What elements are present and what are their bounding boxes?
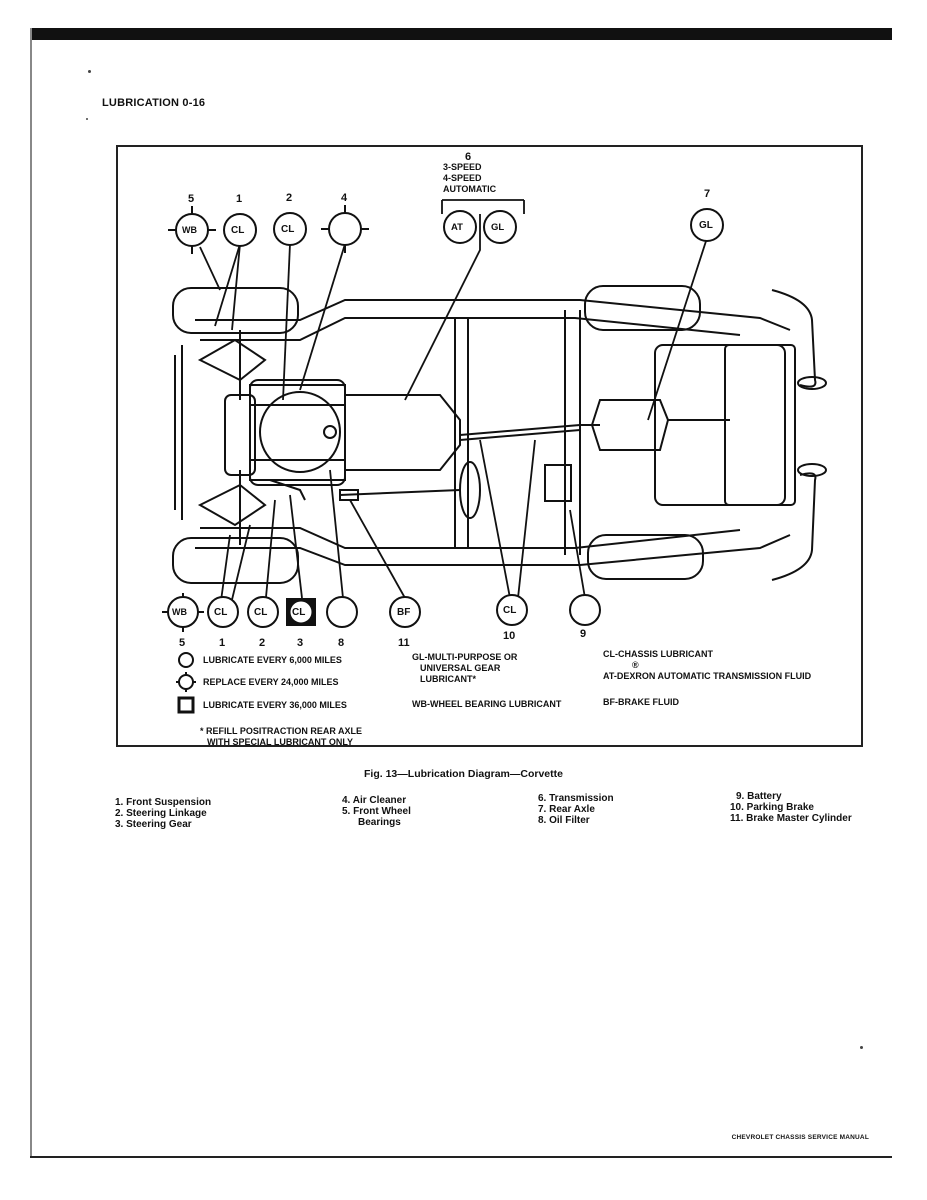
scan-speck xyxy=(88,70,91,73)
parts-legend-item: 1. Front Suspension xyxy=(115,797,212,808)
gl-note-line: UNIVERSAL GEAR xyxy=(420,663,501,673)
parts-legend-item: 8. Oil Filter xyxy=(538,815,590,826)
callout-number-bottom: 3 xyxy=(297,637,304,649)
parts-legend-item: 4. Air Cleaner xyxy=(342,795,407,806)
callout-number-transmission: 6 xyxy=(465,151,472,163)
transmission-case xyxy=(344,394,461,471)
steering-wheel xyxy=(459,461,481,519)
figure-caption: Fig. 13—Lubrication Diagram—Corvette xyxy=(364,768,563,780)
rear-differential xyxy=(590,399,670,451)
diagram-frame xyxy=(116,145,863,747)
gl-note-line: GL-MULTI-PURPOSE OR xyxy=(412,652,518,662)
callout-code-bottom: WB xyxy=(172,607,187,617)
callout-number-top: 1 xyxy=(236,193,243,205)
parts-legend-column: 4. Air Cleaner 5. Front Wheel Bearings xyxy=(342,795,411,828)
parts-legend-item: Bearings xyxy=(358,817,401,828)
transmission-type-line: 3-SPEED xyxy=(443,162,482,172)
parts-legend-item: 5. Front Wheel xyxy=(342,806,411,817)
callout-number-bottom: 1 xyxy=(219,637,226,649)
parking-brake-cable xyxy=(339,489,461,496)
parts-legend-column: 9. Battery 10. Parking Brake 11. Brake M… xyxy=(730,791,852,824)
callout-number-bottom: 8 xyxy=(338,637,345,649)
callout-code-bottom: BF xyxy=(397,607,411,618)
at-note: AT-DEXRON AUTOMATIC TRANSMISSION FLUID xyxy=(603,671,812,681)
gl-note-line: LUBRICANT* xyxy=(420,674,476,684)
battery-box xyxy=(544,464,572,502)
air-cleaner xyxy=(259,391,341,473)
scan-speck xyxy=(860,1046,863,1049)
callout-code-bottom: CL xyxy=(214,607,228,618)
parts-legend-item: 11. Brake Master Cylinder xyxy=(730,813,852,824)
parts-legend-column: 1. Front Suspension 2. Steering Linkage … xyxy=(115,797,211,830)
rear-body-box xyxy=(654,344,786,506)
driveshaft xyxy=(459,424,581,436)
callout-code-bottom: CL xyxy=(254,607,268,618)
footnote-positraction: * REFILL POSITRACTION REAR AXLE WITH SPE… xyxy=(200,726,362,748)
frame-rail-right xyxy=(195,534,791,566)
bf-note: BF-BRAKE FLUID xyxy=(603,697,679,707)
badge-at: AT xyxy=(451,222,463,233)
parts-legend-item: 2. Steering Linkage xyxy=(115,808,207,819)
cl-note: CL-CHASSIS LUBRICANT xyxy=(603,649,713,659)
legend-lubricate-6000: LUBRICATE EVERY 6,000 MILES xyxy=(203,655,342,665)
parts-legend-item: 9. Battery xyxy=(736,791,782,802)
page-header: LUBRICATION 0-16 xyxy=(102,97,206,109)
left-margin-rule xyxy=(30,28,32,1158)
callout-code-top: WB xyxy=(182,225,197,235)
page-footer: CHEVROLET CHASSIS SERVICE MANUAL xyxy=(731,1134,869,1141)
wb-note: WB-WHEEL BEARING LUBRICANT xyxy=(412,699,562,709)
callout-code-top: GL xyxy=(699,220,713,231)
callout-number-top: 4 xyxy=(341,192,348,204)
callout-code-top: CL xyxy=(231,225,245,236)
parts-legend-item: 10. Parking Brake xyxy=(730,802,814,813)
callout-number-bottom: 10 xyxy=(503,630,516,642)
registered-mark: ® xyxy=(632,660,639,670)
callout-number-top: 5 xyxy=(188,193,195,205)
front-right-tire xyxy=(172,537,299,584)
callout-number-bottom: 11 xyxy=(398,637,410,649)
scan-speck xyxy=(86,118,88,120)
parts-legend-item: 7. Rear Axle xyxy=(538,804,595,815)
badge-gl: GL xyxy=(491,222,505,233)
rear-left-tire xyxy=(584,285,701,331)
legend-lubricate-36000: LUBRICATE EVERY 36,000 MILES xyxy=(203,700,347,710)
callout-code-top: CL xyxy=(281,224,295,235)
top-border-bar xyxy=(30,28,892,40)
engine-block xyxy=(249,379,346,486)
callout-code-bottom: CL xyxy=(503,605,517,616)
callout-number-bottom: 9 xyxy=(580,628,587,640)
callout-code-bottom: CL xyxy=(292,607,306,618)
transmission-type-line: 4-SPEED xyxy=(443,173,482,183)
transmission-types: 3-SPEED 4-SPEED AUTOMATIC xyxy=(443,162,496,195)
parts-legend-item: 6. Transmission xyxy=(538,793,614,804)
gl-note: GL-MULTI-PURPOSE OR UNIVERSAL GEAR LUBRI… xyxy=(412,652,517,685)
bottom-border-rule xyxy=(30,1156,892,1158)
callout-number-top: 2 xyxy=(286,192,293,204)
transmission-type-line: AUTOMATIC xyxy=(443,184,497,194)
callout-number-bottom: 5 xyxy=(179,637,186,649)
callout-number-top: 7 xyxy=(704,188,711,200)
frame-rail-left xyxy=(195,299,791,331)
parts-legend-column: 6. Transmission 7. Rear Axle 8. Oil Filt… xyxy=(538,793,614,826)
rear-right-tire xyxy=(587,534,704,580)
footnote-line: * REFILL POSITRACTION REAR AXLE xyxy=(200,726,363,736)
parts-legend-item: 3. Steering Gear xyxy=(115,819,192,830)
footnote-line: WITH SPECIAL LUBRICANT ONLY xyxy=(207,737,354,747)
legend-replace-24000: REPLACE EVERY 24,000 MILES xyxy=(203,677,339,687)
callout-number-bottom: 2 xyxy=(259,637,266,649)
